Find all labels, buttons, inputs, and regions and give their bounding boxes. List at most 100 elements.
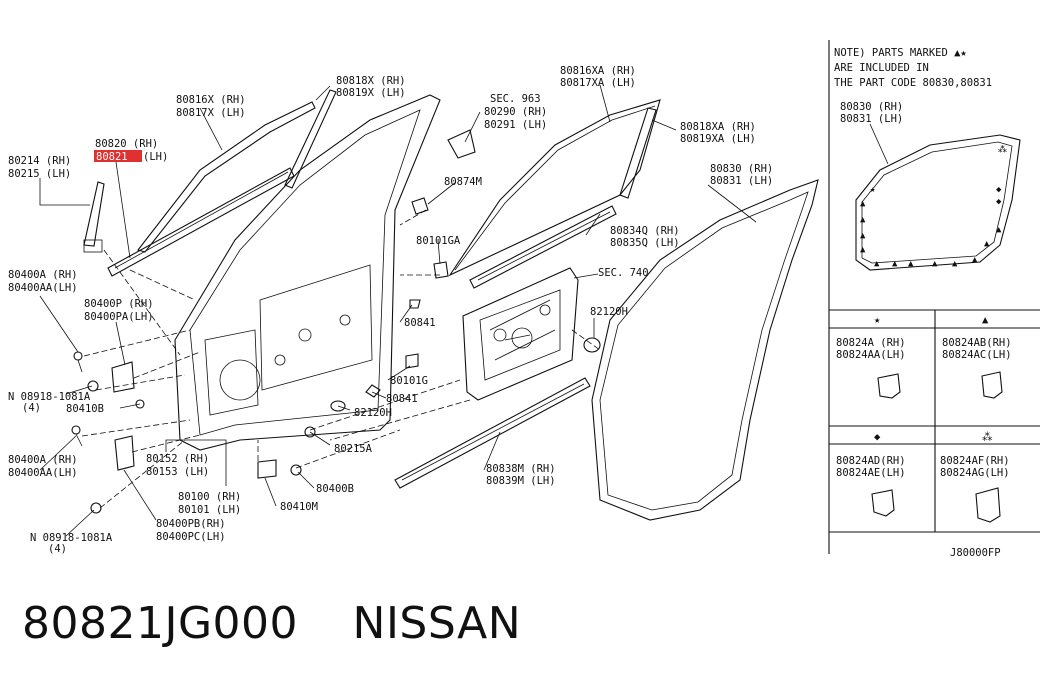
cell-symbol-triangle: ▲ — [982, 314, 989, 326]
svg-text:▲: ▲ — [972, 255, 978, 265]
label-80215: 80215 (LH) — [8, 168, 71, 180]
label-80835q: 80835Q (LH) — [610, 237, 680, 249]
svg-text:⁂: ⁂ — [998, 144, 1007, 155]
label-80821-lh: (LH) — [143, 151, 168, 163]
label-80874m: 80874M — [444, 176, 482, 188]
label-80817xa: 80817XA (LH) — [560, 77, 636, 89]
label-80400b: 80400B — [316, 483, 354, 495]
cell-80824ac: 80824AC(LH) — [942, 349, 1012, 361]
label-80834q: 80834Q (RH) — [610, 225, 680, 237]
label-sec963: SEC. 963 — [490, 93, 541, 105]
cell-symbol-star: ★ — [874, 314, 881, 326]
label-80152: 80152 (RH) — [146, 453, 209, 465]
label-80400pc: 80400PC(LH) — [156, 531, 226, 543]
label-80818xa: 80818XA (RH) — [680, 121, 756, 133]
label-80100: 80100 (RH) — [178, 491, 241, 503]
window-regulator — [462, 267, 579, 401]
svg-text:▲: ▲ — [860, 245, 866, 255]
door-parts-diagram: 80816X (RH) 80817X (LH) 80818X (RH) 8081… — [8, 40, 1040, 559]
label-80841-a: 80841 — [404, 317, 436, 329]
label-80400pa: 80400PA(LH) — [84, 311, 154, 323]
cell-symbol-asterism: ⁂ — [982, 431, 993, 443]
sash-trim — [83, 181, 105, 247]
clip-80824ad — [871, 489, 895, 517]
svg-text:★: ★ — [870, 185, 876, 195]
cell-80824ag: 80824AG(LH) — [940, 467, 1010, 479]
svg-text:▲: ▲ — [996, 225, 1002, 235]
label-80290: 80290 (RH) — [484, 106, 547, 118]
svg-text:▲: ▲ — [984, 239, 990, 249]
label-80818x: 80818X (RH) — [336, 75, 406, 87]
label-80214: 80214 (RH) — [8, 155, 71, 167]
label-80215a: 80215A — [334, 443, 373, 455]
note-line-2: ARE INCLUDED IN — [834, 62, 929, 74]
label-80410m: 80410M — [280, 501, 318, 513]
label-80816x: 80816X (RH) — [176, 94, 246, 106]
label-80816xa: 80816XA (RH) — [560, 65, 636, 77]
inset-markers: ★ ▲ ▲ ▲ ▲ ▲ ▲ ▲ ▲ ▲ ▲ ▲ ▲ ◆ ◆ ⁂ — [860, 144, 1007, 269]
svg-text:▲: ▲ — [860, 215, 866, 225]
clip-80824ab — [981, 371, 1003, 399]
door-weatherstrip — [591, 179, 819, 521]
label-80819x: 80819X (LH) — [336, 87, 406, 99]
cell-80824af: 80824AF(RH) — [940, 455, 1010, 467]
label-80830: 80830 (RH) — [710, 163, 773, 175]
label-80291: 80291 (LH) — [484, 119, 547, 131]
svg-text:▲: ▲ — [908, 259, 914, 269]
diagram-code: J80000FP — [950, 547, 1001, 559]
note-line-1: NOTE) PARTS MARKED ▲★ — [834, 47, 967, 59]
label-80400aa-top: 80400AA(LH) — [8, 282, 78, 294]
svg-text:◆: ◆ — [996, 185, 1002, 195]
note-line-3: THE PART CODE 80830,80831 — [834, 77, 992, 89]
label-82120h-right: 82120H — [590, 306, 628, 318]
cell-80824a: 80824A (RH) — [836, 337, 906, 349]
front-channel — [284, 89, 337, 189]
belt-molding — [469, 205, 617, 289]
label-80400p: 80400P (RH) — [84, 298, 154, 310]
label-80400aa-bottom: 80400AA(LH) — [8, 467, 78, 479]
label-82120h-bottom: 82120H — [354, 407, 392, 419]
label-08918-top-qty: (4) — [22, 402, 41, 414]
rear-glass — [448, 99, 661, 277]
label-08918-bottom-qty: (4) — [48, 543, 67, 555]
label-80410b: 80410B — [66, 403, 104, 415]
label-80400a-bottom: 80400A (RH) — [8, 454, 78, 466]
highlight-80821 — [94, 150, 142, 162]
svg-text:▲: ▲ — [860, 231, 866, 241]
svg-text:◆: ◆ — [996, 197, 1002, 207]
clip-80824a — [877, 373, 901, 399]
label-80831: 80831 (LH) — [710, 175, 773, 187]
svg-text:▲: ▲ — [874, 259, 880, 269]
leader-lines — [39, 84, 757, 537]
label-80821: 80821 — [96, 151, 128, 163]
label-sec740: SEC. 740 — [598, 267, 649, 279]
cell-symbol-diamond: ◆ — [874, 431, 881, 443]
label-08918-top: N 08918-1081A — [8, 391, 91, 403]
label-80101ga: 80101GA — [416, 235, 461, 247]
clip-80824af — [975, 487, 1001, 523]
label-80400a-top: 80400A (RH) — [8, 269, 78, 281]
label-80820: 80820 (RH) — [95, 138, 158, 150]
label-80400pb: 80400PB(RH) — [156, 518, 226, 530]
label-80841-b: 80841 — [386, 393, 418, 405]
label-80101: 80101 (LH) — [178, 504, 241, 516]
svg-text:▲: ▲ — [952, 259, 958, 269]
part-number: 80821JG000 — [22, 598, 299, 649]
part-caption: 80821JG000 NISSAN — [22, 598, 521, 668]
label-80101g: 80101G — [390, 375, 428, 387]
cell-80824ae: 80824AE(LH) — [836, 467, 906, 479]
inset-label-rh: 80830 (RH) — [840, 101, 903, 113]
assembly-lines — [81, 209, 601, 509]
note-panel: NOTE) PARTS MARKED ▲★ ARE INCLUDED IN TH… — [828, 40, 1040, 559]
fasteners — [71, 197, 601, 514]
brand-name: NISSAN — [352, 598, 522, 649]
label-80838m: 80838M (RH) — [486, 463, 556, 475]
label-80839m: 80839M (LH) — [486, 475, 556, 487]
cell-80824aa: 80824AA(LH) — [836, 349, 906, 361]
label-80817x: 80817X (LH) — [176, 107, 246, 119]
svg-text:▲: ▲ — [892, 259, 898, 269]
svg-text:▲: ▲ — [932, 259, 938, 269]
cell-80824ad: 80824AD(RH) — [836, 455, 906, 467]
label-80153: 80153 (LH) — [146, 466, 209, 478]
svg-text:▲: ▲ — [860, 199, 866, 209]
